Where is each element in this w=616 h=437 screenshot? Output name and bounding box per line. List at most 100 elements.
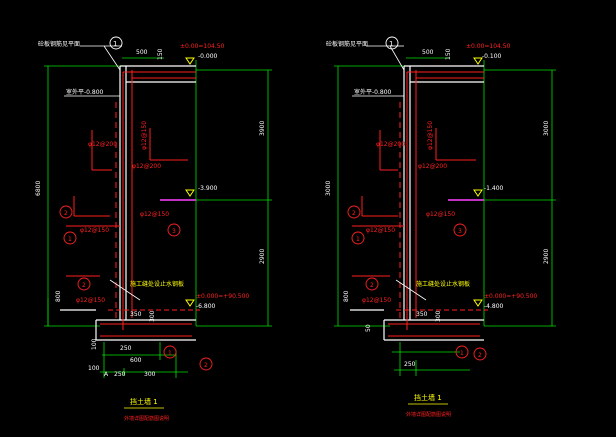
right-wall-outline [350,65,484,341]
right-dimension-lines [334,57,556,376]
left-elev-bot-1: ±0.000=+90.500 [196,293,249,300]
left-balloon-2a-text: 2 [64,210,68,217]
left-balloon-2 [77,277,91,291]
left-detail-number: 1 [113,40,117,48]
right-dim-350: 350 [416,311,428,318]
right-rebar-4: φ12@150 [426,211,455,218]
left-dim-upper: 3900 [259,121,266,136]
right-top-label: 砼板钢筋见平面 [326,40,368,48]
left-leaders [64,45,141,301]
right-dim-500: 500 [422,49,434,56]
left-balloon-3-text: 3 [172,228,176,235]
left-rebar-6: φ12@150 [76,297,105,304]
left-axis-a: A [104,371,109,378]
right-dim-total: 3000 [325,181,332,196]
right-subtitle: 外墙详图配筋图说明 [406,411,451,418]
right-balloon-2a-text: 2 [352,210,356,217]
right-elev-top-2: -0.100 [482,53,502,60]
right-detail: 砼板钢筋见平面 1 500 150 ±0.00=104.50 -0.100 室外… [325,36,556,418]
right-rebar-1: φ12@200 [376,141,405,148]
right-dim-base: 800 [343,290,350,302]
right-rebar-6: φ12@150 [362,297,391,304]
left-dim-600: 600 [130,357,142,364]
right-elev-mid: -1.400 [484,185,504,192]
left-elev-bot-icon [185,299,195,307]
left-elev-bot-2: -6.800 [196,303,216,310]
left-dimension-lines [44,57,272,378]
left-elev-mid-icon [185,189,195,197]
left-top-label: 砼板钢筋见平面 [38,40,80,48]
left-dim-100: 100 [91,338,98,350]
right-balloon-2-text: 2 [370,282,374,289]
right-title: 挡土墙 1 [414,393,442,402]
right-elev-bot-icon [473,299,483,307]
left-dim-150: 150 [157,48,164,60]
left-dim-350: 350 [130,311,142,318]
left-dim-sum-100: 100 [88,365,100,372]
right-detail-number: 1 [389,40,393,48]
right-floor-label: 室外平-0.800 [354,88,392,96]
right-elev-bot-2: -4.800 [484,303,504,310]
left-elev-mid: -3.900 [198,185,218,192]
right-balloon-1-text: 1 [356,236,360,243]
left-balloon-5-text: 1 [168,350,172,357]
left-detail: 砼板钢筋见平面 1 500 150 ±0.00=104.50 -0.000 室外… [35,36,272,422]
right-balloon-1 [351,231,365,245]
right-balloon-2 [365,277,379,291]
right-balloon-2a [347,205,361,219]
right-dim-upper: 3000 [543,121,550,136]
left-dim-sum-300: 300 [144,371,156,378]
right-rebar-2: φ12@200 [418,163,447,170]
left-dim-500: 500 [136,49,148,56]
left-balloon-2a [59,205,73,219]
left-elev-top-icon [185,57,195,65]
left-dim-250: 250 [120,345,132,352]
right-elev-top-icon [473,57,483,65]
right-dim-lower: 2900 [543,249,550,264]
left-detail-balloon [109,36,123,50]
right-dim-250: 250 [404,361,416,368]
left-balloon-1 [63,231,77,245]
right-balloon-6-text: 2 [478,352,482,359]
left-waterproof-note: 施工缝处设止水钢板 [130,280,184,288]
right-dim-150: 150 [445,48,452,60]
right-balloon-3-text: 3 [458,228,462,235]
right-rebar-5: φ12@150 [366,227,395,234]
left-dim-lower: 2900 [259,249,266,264]
left-balloon-3 [167,223,181,237]
left-wall-outline [60,65,196,341]
right-elev-top-1: ±0.00=104.50 [466,43,511,50]
left-balloon-5 [163,345,177,359]
left-subtitle: 外墙详图配筋图说明 [124,415,169,422]
right-balloon-6 [473,347,487,361]
right-balloon-5-text: 1 [460,350,464,357]
right-leaders [352,45,427,301]
right-dim-50: 50 [365,324,372,332]
right-dim-300: 300 [435,310,442,322]
left-dim-base: 800 [55,290,62,302]
right-balloon-5 [455,345,469,359]
left-balloon-1-text: 1 [68,236,72,243]
left-elev-top-2: -0.000 [198,53,218,60]
left-title: 挡土墙 1 [130,397,158,406]
left-balloon-6 [199,357,213,371]
right-rebar-3: φ12@150 [427,121,434,150]
left-rebar-1: φ12@200 [88,141,117,148]
left-floor-label: 室外平-0.800 [66,88,104,96]
right-elev-mid-icon [473,189,483,197]
left-balloon-2-text: 2 [82,282,86,289]
left-dim-300: 300 [149,310,156,322]
left-rebar-3: φ12@150 [141,121,148,150]
left-rebar-2: φ12@200 [132,163,161,170]
left-dim-sum-250: 250 [114,371,126,378]
right-waterproof-note: 施工缝处设止水钢板 [416,280,470,288]
right-detail-balloon [385,36,399,50]
left-dim-total: 6800 [35,181,42,196]
right-balloon-3 [453,223,467,237]
left-rebar-5: φ12@150 [80,227,109,234]
left-balloon-6-text: 2 [204,362,208,369]
left-elev-top-1: ±0.00=104.50 [180,43,225,50]
left-rebar-4: φ12@150 [140,211,169,218]
right-elev-bot-1: ±0.000=+90.500 [484,293,537,300]
